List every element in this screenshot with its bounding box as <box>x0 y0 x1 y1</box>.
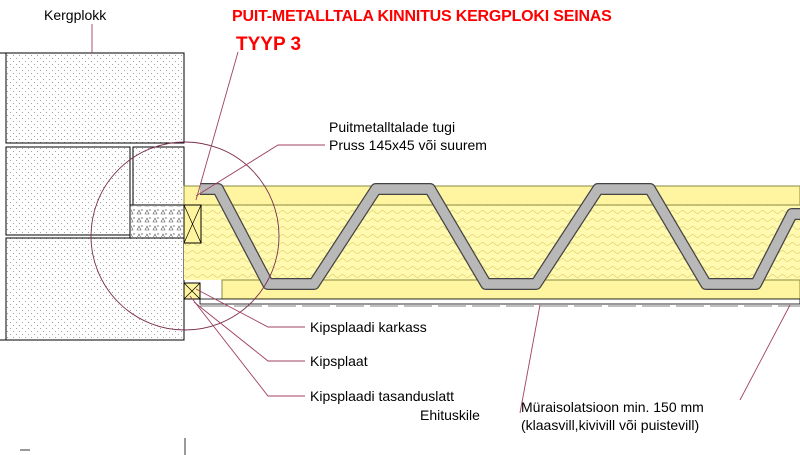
gypsum-board <box>199 298 800 305</box>
joist-assembly <box>183 183 800 307</box>
leader-lines <box>91 24 791 414</box>
label-tugi-line2: Pruss 145x45 või suurem <box>329 137 487 153</box>
top-chord <box>183 185 800 206</box>
detail-circle <box>90 141 280 331</box>
steel-web <box>200 184 800 289</box>
label-tugi-line1: Puitmetalltalade tugi <box>329 119 456 135</box>
label-muraisolatsioon-line1: Müraisolatsioon min. 150 mm <box>521 399 704 415</box>
label-muraisolatsioon-line2: (klaasvill,kivivill või puistevill) <box>521 417 700 433</box>
label-karkass: Kipsplaadi karkass <box>310 319 427 335</box>
label-kergplokk: Kergplokk <box>44 7 107 23</box>
kergplokk-wall <box>0 52 185 341</box>
axis-ticks <box>20 438 186 455</box>
label-ehituskile: Ehituskile <box>420 407 480 423</box>
diagram-title: PUIT-METALLTALA KINNITUS KERGPLOKI SEINA… <box>232 8 612 25</box>
diagram-subtitle: TYYP 3 <box>236 34 302 55</box>
label-kipsplaat: Kipsplaat <box>310 353 368 369</box>
label-tasanduslatt: Kipsplaadi tasanduslatt <box>310 388 454 404</box>
